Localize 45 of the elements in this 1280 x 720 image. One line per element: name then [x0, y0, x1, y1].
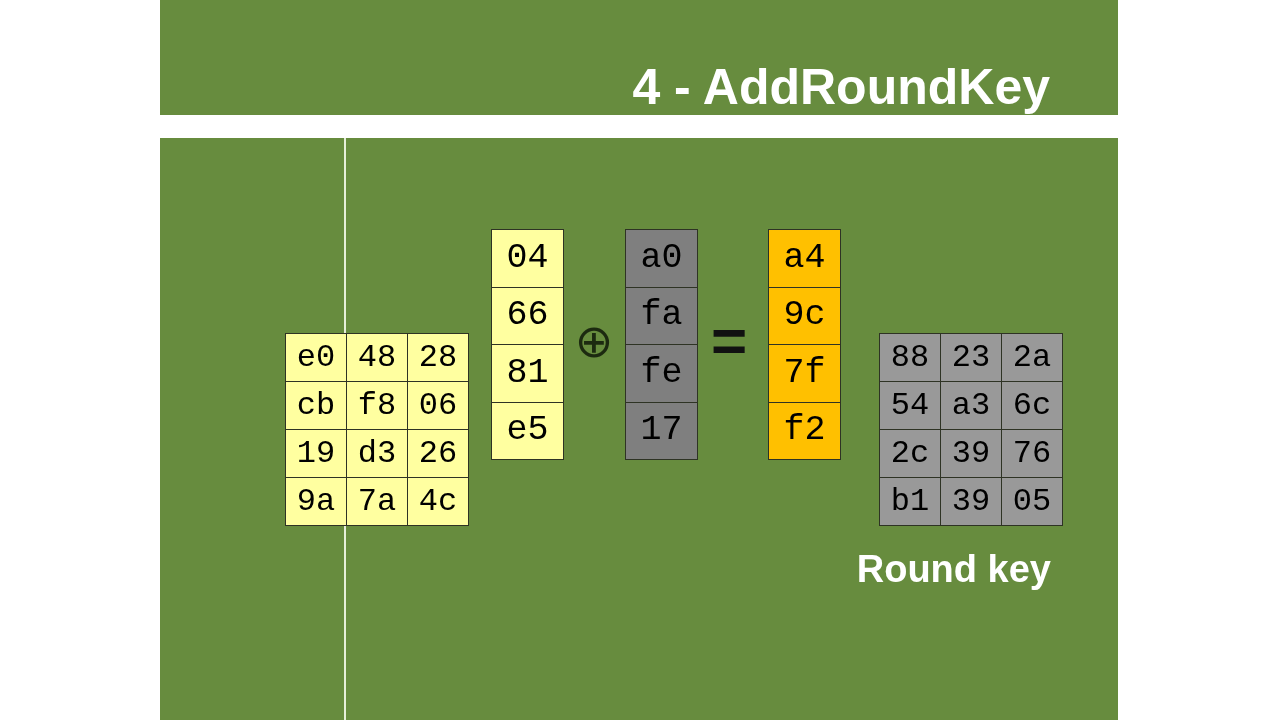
byte-cell: 26 — [408, 430, 468, 477]
byte-cell: b1 — [880, 478, 940, 525]
byte-cell: 23 — [941, 334, 1001, 381]
byte-cell: 48 — [347, 334, 407, 381]
byte-cell: 39 — [941, 478, 1001, 525]
byte-cell: 04 — [492, 230, 563, 287]
byte-cell: f8 — [347, 382, 407, 429]
key-column — [625, 229, 698, 460]
byte-cell: e5 — [492, 402, 563, 459]
byte-cell: 7a — [347, 478, 407, 525]
byte-cell: 9c — [769, 287, 840, 344]
state-column — [491, 229, 564, 460]
byte-cell: 76 — [1002, 430, 1062, 477]
byte-cell: f2 — [769, 402, 840, 459]
byte-cell: a3 — [941, 382, 1001, 429]
byte-cell: 4c — [408, 478, 468, 525]
byte-cell: 28 — [408, 334, 468, 381]
round-key-matrix — [879, 333, 1063, 526]
slide-title: 4 - AddRoundKey — [632, 62, 1050, 112]
byte-cell: 81 — [492, 345, 563, 402]
byte-cell: 54 — [880, 382, 940, 429]
byte-cell: 6c — [1002, 382, 1062, 429]
byte-cell: d3 — [347, 430, 407, 477]
byte-cell: 05 — [1002, 478, 1062, 525]
byte-cell: 17 — [626, 402, 697, 459]
byte-cell: e0 — [286, 334, 346, 381]
byte-cell: 7f — [769, 345, 840, 402]
matrix-caption: Round key — [856, 550, 1051, 588]
byte-cell: cb — [286, 382, 346, 429]
xor-symbol: ⊕ — [574, 318, 614, 364]
state-matrix — [285, 333, 469, 526]
byte-cell: 19 — [286, 430, 346, 477]
byte-cell: 88 — [880, 334, 940, 381]
result-column — [768, 229, 841, 460]
byte-cell: 9a — [286, 478, 346, 525]
equals-sign: = — [710, 310, 748, 372]
byte-cell: 06 — [408, 382, 468, 429]
byte-cell: 66 — [492, 287, 563, 344]
byte-cell: fe — [626, 345, 697, 402]
byte-cell: 39 — [941, 430, 1001, 477]
byte-cell: 2a — [1002, 334, 1062, 381]
byte-cell: a0 — [626, 230, 697, 287]
byte-cell: 2c — [880, 430, 940, 477]
byte-cell: fa — [626, 287, 697, 344]
byte-cell: a4 — [769, 230, 840, 287]
